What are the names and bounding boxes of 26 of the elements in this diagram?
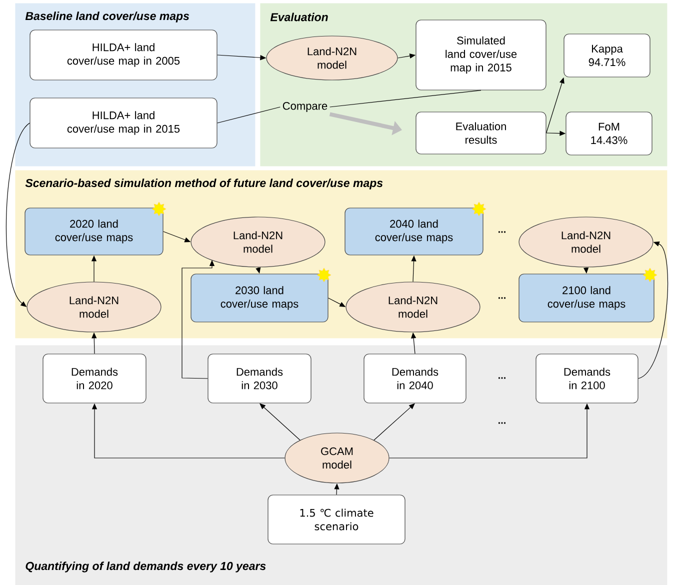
process-box: Kappa 94.71% [564, 34, 650, 78]
process-box: 1.5 ℃ climate scenario [268, 494, 406, 544]
ellipsis-text: ... [498, 377, 506, 379]
arrow [638, 242, 668, 379]
process-box: Demands in 2030 [208, 354, 312, 404]
process-box: Demands in 2040 [364, 354, 466, 404]
process-box: HILDA+ land cover/use map in 2005 [30, 30, 218, 80]
ellipsis-text: ... [498, 297, 506, 299]
process-box: 2100 land cover/use maps [518, 274, 654, 322]
process-box: 2020 land cover/use maps [24, 208, 164, 256]
panel-heading: Quantifying of land demands every 10 years [26, 562, 266, 572]
process-box: 2030 land cover/use maps [190, 274, 328, 322]
compare-text: Compare [282, 102, 328, 112]
arrow [6, 122, 30, 307]
panel-heading: Baseline land cover/use maps [25, 12, 190, 22]
process-box: Demands in 2100 [536, 354, 638, 404]
ellipsis-text: ... [498, 422, 506, 424]
process-box: 2040 land cover/use maps [344, 208, 484, 256]
process-box: Demands in 2020 [42, 354, 146, 404]
process-box: HILDA+ land cover/use map in 2015 [30, 98, 218, 148]
ellipsis-text: ... [498, 231, 506, 233]
panel-heading: Evaluation [270, 12, 328, 22]
process-box: Simulated land cover/use map in 2015 [416, 20, 546, 90]
process-box: Evaluation results [416, 112, 546, 154]
process-box: FoM 14.43% [566, 112, 652, 156]
panel-heading: Scenario-based simulation method of future land cover/use maps [25, 178, 383, 190]
